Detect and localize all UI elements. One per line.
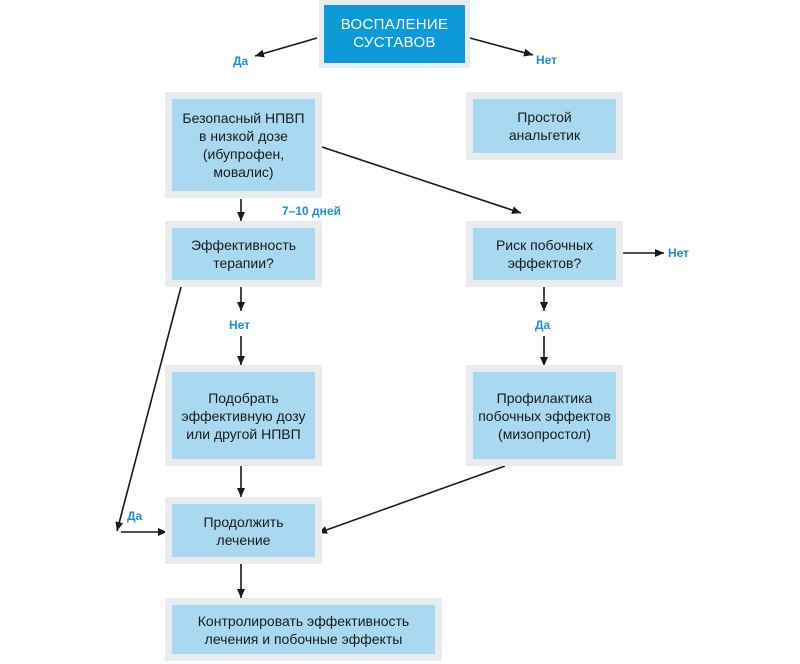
node-simple-analgesic: Простой анальгетик [473,99,616,153]
node-effectiveness: Эффективность терапии? [172,228,315,280]
line-effectiveness-to-yes-left [115,286,182,532]
arrow-to-yes-top [254,37,318,58]
label-yes-left: Да [127,509,143,523]
label-yes-risk: Да [535,318,551,332]
node-inflammation: ВОСПАЛЕНИЕ СУСТАВОВ [324,5,465,63]
arrow-prophylaxis-to-continue [317,465,506,534]
node-continue-treatment: Продолжить лечение [172,504,315,557]
arrow-to-side-effects-risk [321,146,522,214]
node-safe-nsaid: Безопасный НПВП в низкой дозе (ибупрофен… [172,99,315,191]
arrow-to-no-top [469,37,534,57]
node-adjust-dose: Подобрать эффективную дозу или другой НП… [172,372,315,459]
label-days: 7–10 дней [282,204,341,218]
node-prophylaxis: Профилактика побочных эффектов (мизопрос… [473,372,616,459]
node-monitor: Контролировать эффективность лечения и п… [172,605,435,654]
label-no-top: Нет [536,53,558,67]
label-yes-top: Да [233,54,249,68]
label-no-effect: Нет [229,318,251,332]
label-no-risk: Нет [668,246,690,260]
node-side-effects-risk: Риск побочных эффектов? [473,228,616,280]
